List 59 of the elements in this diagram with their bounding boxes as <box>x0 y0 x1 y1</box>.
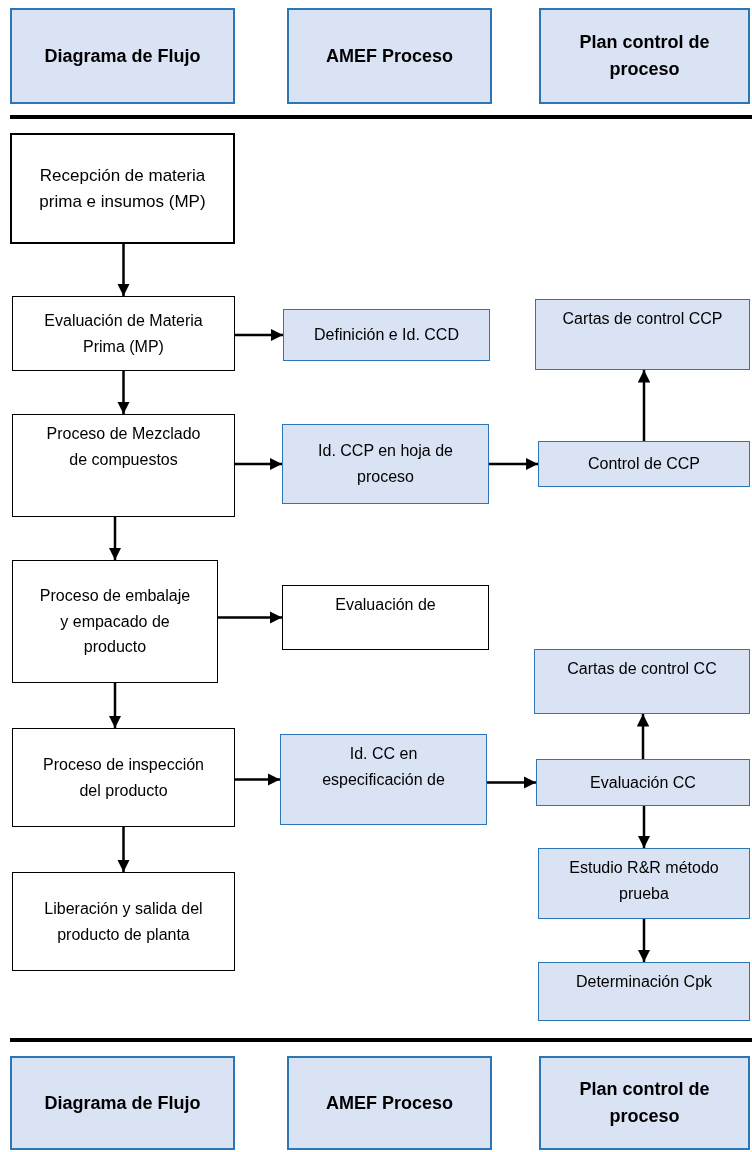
arrow <box>117 244 130 296</box>
control-box <box>535 299 750 370</box>
box-text: Cartas de control CCP <box>562 309 723 329</box>
box-text: Definición e Id. CCD <box>314 325 459 346</box>
arrow <box>489 457 538 471</box>
box-text: Recepción de materia prima e insumos (MP) <box>38 165 207 213</box>
control-box <box>534 649 750 714</box>
arrow <box>235 328 283 342</box>
arrow <box>637 370 651 441</box>
header-box <box>287 1056 492 1150</box>
arrow <box>108 683 122 728</box>
arrow <box>235 457 282 471</box>
arrow <box>218 611 282 624</box>
arrow <box>108 517 122 560</box>
box-text: Evaluación CC <box>590 772 696 793</box>
arrow <box>636 714 650 759</box>
box-text: Estudio R&R método prueba <box>568 858 720 904</box>
box-text: AMEF Proceso <box>326 1091 453 1115</box>
header-box <box>539 8 750 104</box>
box-text: Proceso de Mezclado de compuestos <box>45 424 202 470</box>
control-box <box>282 424 489 504</box>
process-box <box>12 872 235 971</box>
arrow <box>117 827 130 872</box>
box-text: Diagrama de Flujo <box>44 44 201 68</box>
header-box <box>539 1056 750 1150</box>
header-box <box>287 8 492 104</box>
box-text: Plan control de proceso <box>578 1078 711 1128</box>
control-box <box>536 759 750 806</box>
header-box <box>10 1056 235 1150</box>
box-text: Id. CC en especificación de <box>321 744 446 790</box>
control-box <box>538 848 750 919</box>
header-box <box>10 8 235 104</box>
arrow <box>637 919 651 962</box>
arrow <box>117 371 130 414</box>
control-box <box>283 309 490 361</box>
box-text: Proceso de embalaje y empacado de producto <box>38 586 192 658</box>
box-text: Evaluación de Materia Prima (MP) <box>43 310 204 357</box>
box-text: Evaluación de <box>335 595 436 615</box>
arrow <box>637 806 651 848</box>
box-text: Diagrama de Flujo <box>44 1091 201 1115</box>
box-text: AMEF Proceso <box>326 44 453 68</box>
process-box <box>12 560 218 683</box>
box-text: Plan control de proceso <box>578 31 711 81</box>
process-box <box>12 414 235 517</box>
control-box <box>538 962 750 1021</box>
arrow <box>487 776 536 789</box>
box-text: Proceso de inspección del producto <box>42 754 205 801</box>
process-box <box>282 585 489 650</box>
arrow <box>235 773 280 786</box>
control-box <box>280 734 487 825</box>
process-box <box>12 296 235 371</box>
box-text: Id. CCP en hoja de proceso <box>317 441 454 487</box>
box-text: Determinación Cpk <box>575 972 713 992</box>
control-box <box>538 441 750 487</box>
process-box <box>12 728 235 827</box>
start-box <box>10 133 235 244</box>
box-text: Cartas de control CC <box>567 659 717 679</box>
box-text: Liberación y salida del producto de planta <box>43 898 204 945</box>
box-text: Control de CCP <box>587 454 700 475</box>
